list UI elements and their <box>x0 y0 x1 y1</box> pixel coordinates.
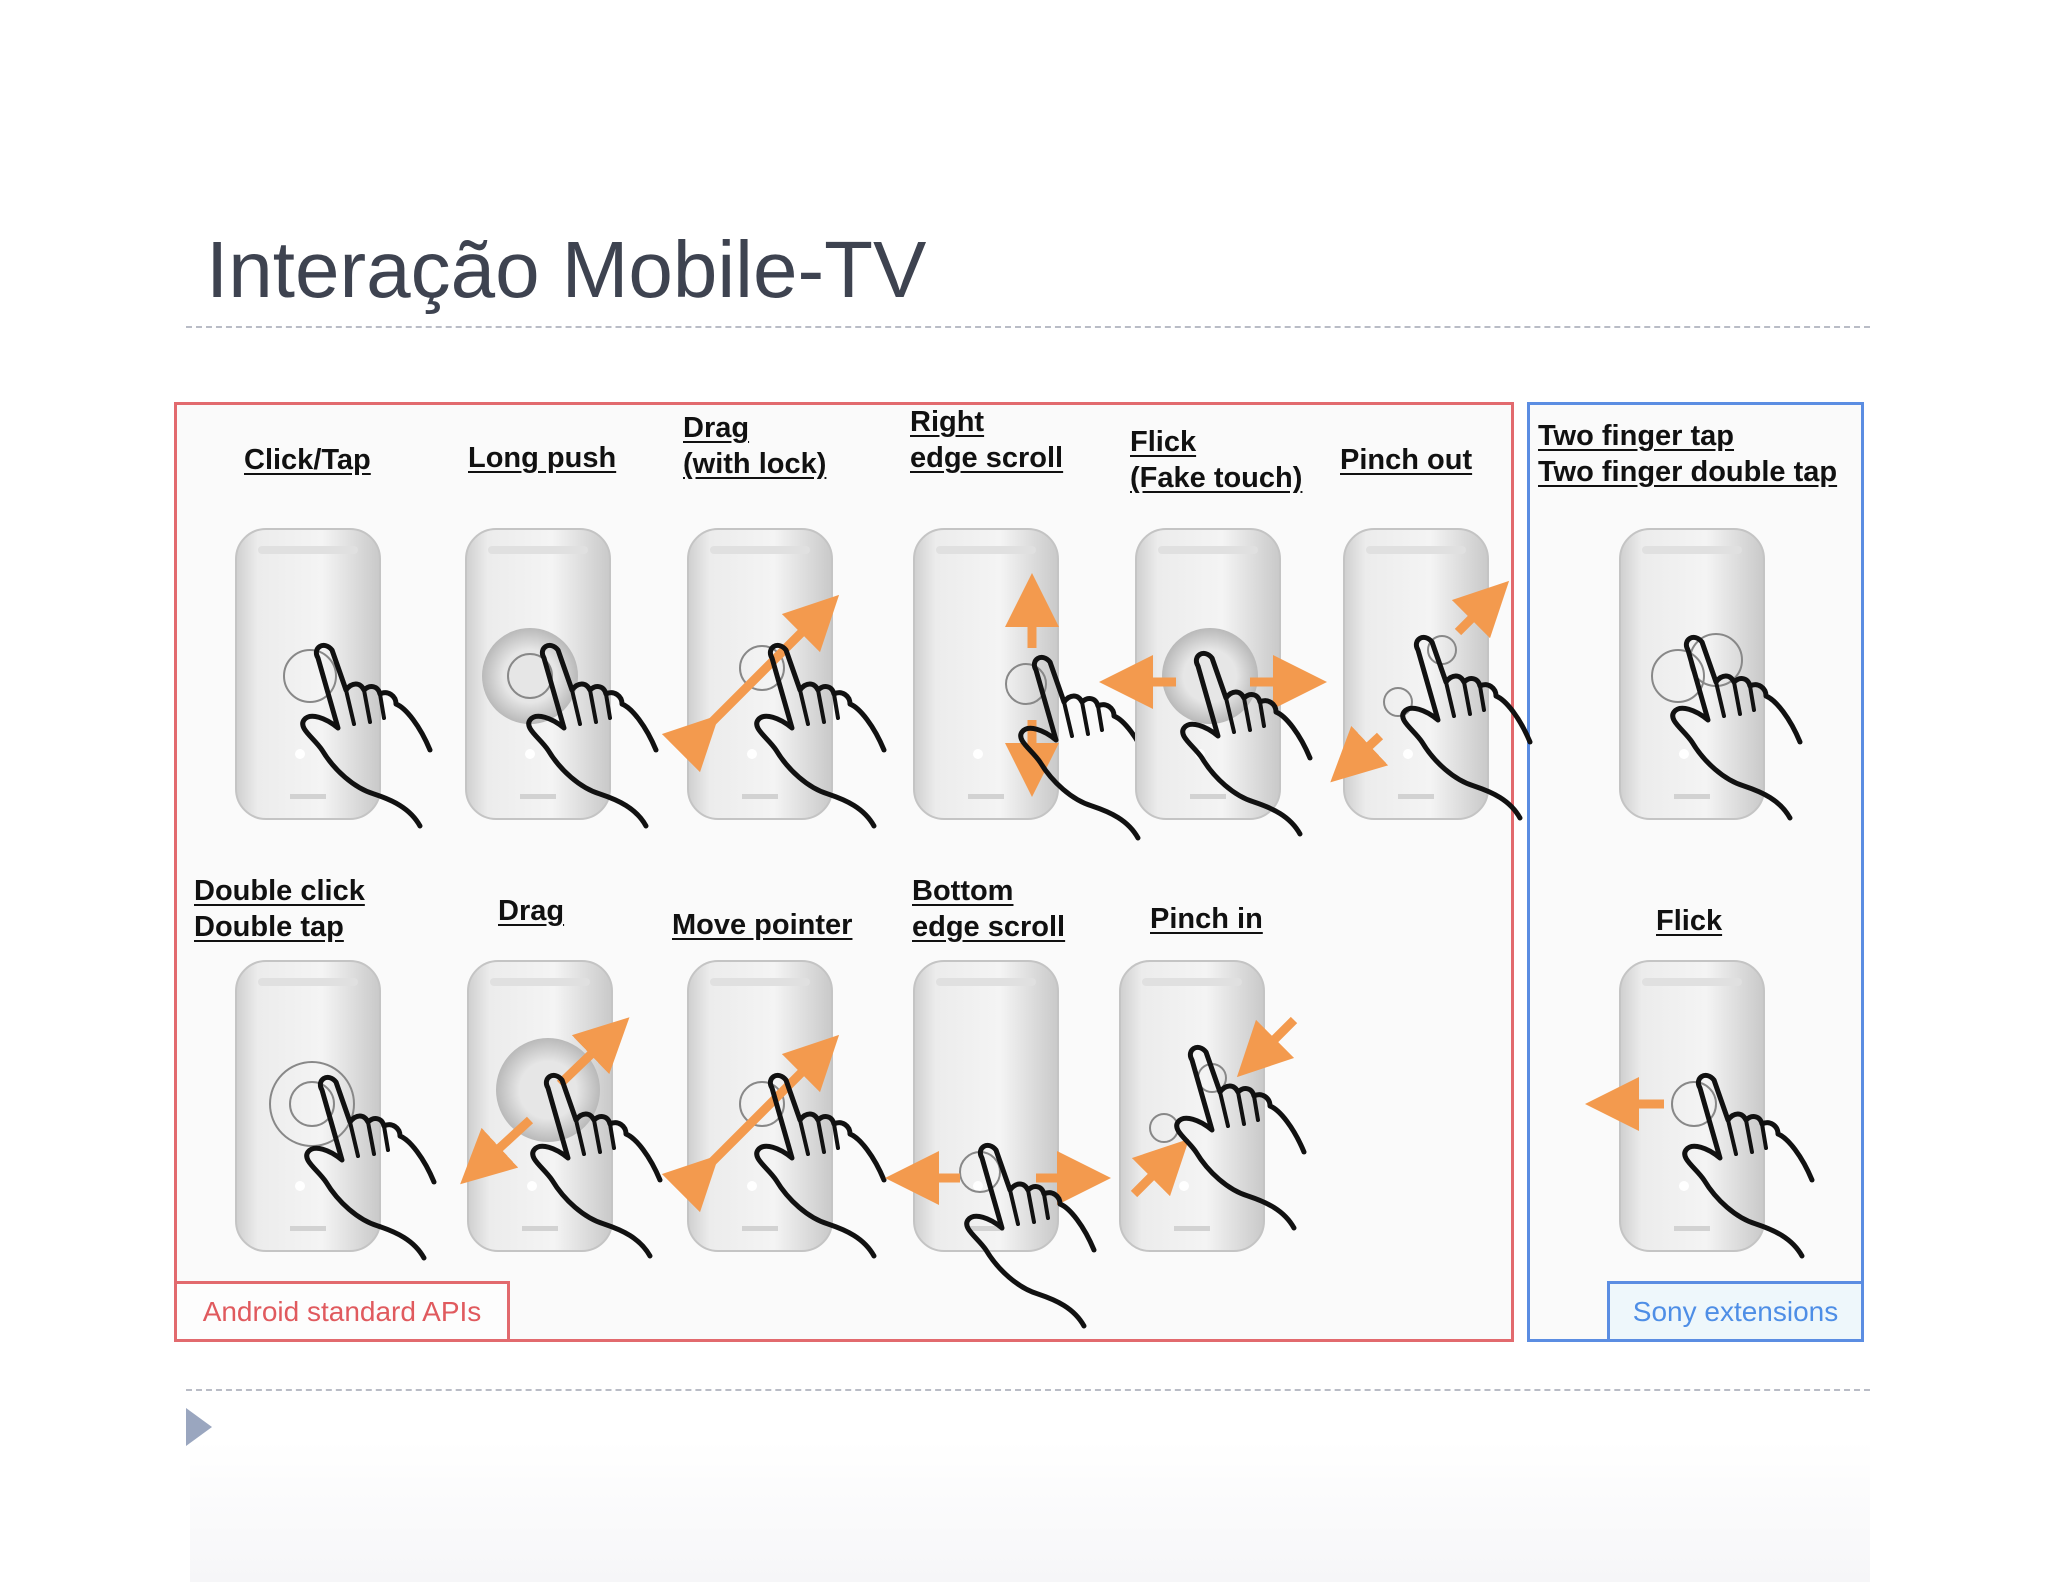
footer-divider <box>186 1389 1870 1391</box>
android-panel <box>174 402 1514 1342</box>
label-click-tap: Click/Tap <box>244 444 371 476</box>
bullet-triangle-icon <box>186 1408 212 1446</box>
label-pinch-in: Pinch in <box>1150 903 1263 935</box>
footer-area <box>190 1440 1870 1582</box>
label-drag: Drag <box>498 895 565 927</box>
sony-extensions-tag: Sony extensions <box>1607 1281 1864 1342</box>
label-sony-flick: Flick <box>1656 905 1723 937</box>
label-flick-fake-touch: Flick(Fake touch) <box>1130 426 1303 494</box>
title-divider <box>186 326 1870 328</box>
android-standard-apis-tag: Android standard APIs <box>174 1281 510 1342</box>
label-move-pointer: Move pointer <box>672 909 853 941</box>
label-drag-with-lock: Drag(with lock) <box>683 412 827 480</box>
label-pinch-out: Pinch out <box>1340 444 1473 476</box>
page-title: Interação Mobile-TV <box>206 225 927 314</box>
label-long-push: Long push <box>468 442 617 474</box>
sony-panel <box>1527 402 1864 1342</box>
